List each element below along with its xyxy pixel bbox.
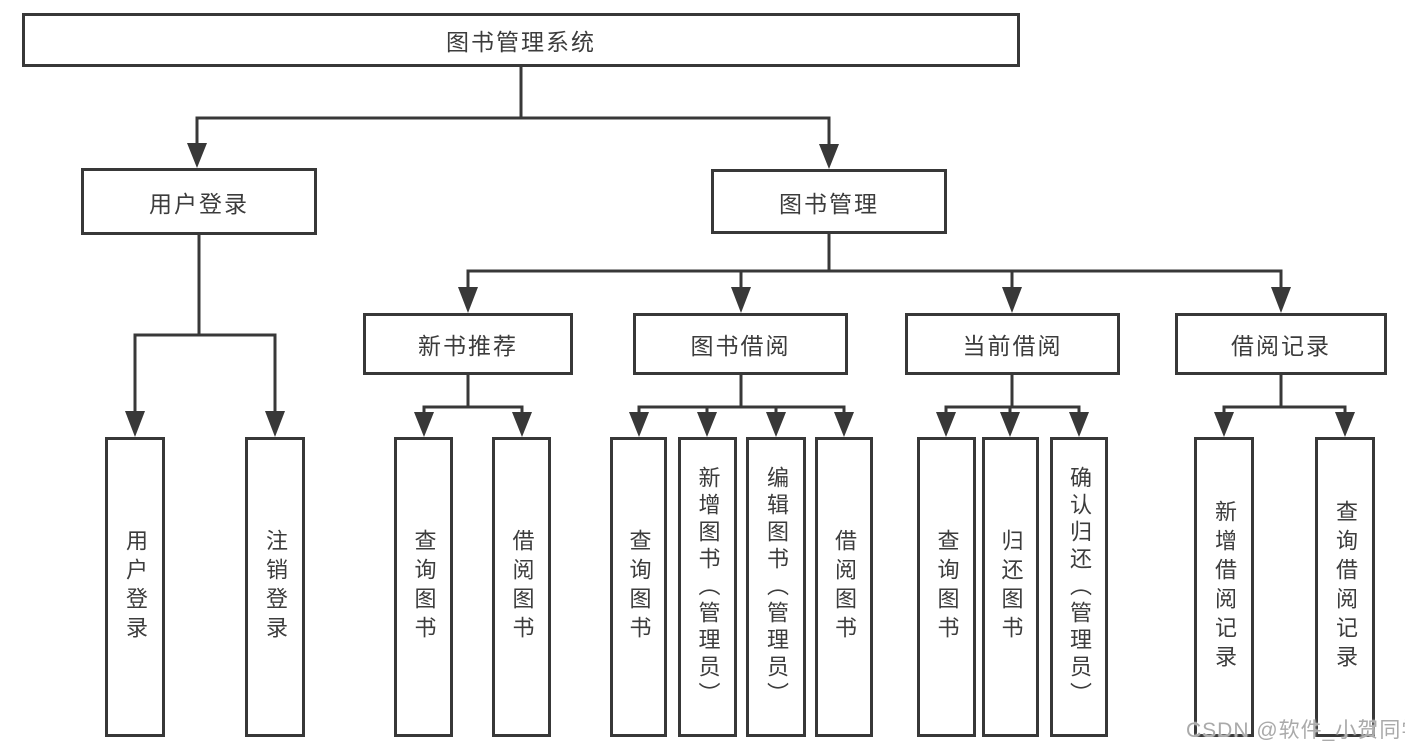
leaf-borrow-books-1-label: 借阅图书 [509, 529, 535, 645]
leaf-return-books-label: 归还图书 [998, 529, 1024, 645]
connector-current-borrow-children [944, 375, 1081, 416]
arrowhead [834, 412, 854, 437]
arrowhead [414, 412, 434, 437]
leaf-logout: 注销登录 [245, 437, 305, 737]
leaf-query-books-3-label: 查询图书 [934, 529, 960, 645]
node-new-book-recommend-label: 新书推荐 [418, 333, 518, 359]
connector-root-to-level2 [195, 67, 831, 148]
leaf-return-books: 归还图书 [982, 437, 1039, 737]
leaf-add-borrow-record-label: 新增借阅记录 [1212, 500, 1237, 674]
node-current-borrowing: 当前借阅 [905, 313, 1120, 375]
arrowhead [1002, 287, 1022, 313]
leaf-add-books-admin-label: 新增图书（管理员） [695, 465, 721, 709]
arrowhead [1271, 287, 1291, 313]
node-root-label: 图书管理系统 [446, 29, 596, 55]
leaf-query-books-2-label: 查询图书 [626, 529, 652, 645]
leaf-logout-label: 注销登录 [263, 529, 288, 645]
arrowhead [731, 287, 751, 313]
node-book-borrowing-label: 图书借阅 [690, 333, 791, 359]
node-borrowing-records: 借阅记录 [1175, 313, 1387, 375]
arrowhead [819, 144, 839, 169]
arrowhead [1335, 412, 1355, 437]
leaf-borrow-books-1: 借阅图书 [492, 437, 551, 737]
connector-user-login-children [133, 235, 277, 414]
connector-book-borrow-children [637, 375, 846, 416]
node-user-login-label: 用户登录 [149, 190, 249, 217]
leaf-confirm-return-admin-label: 确认归还（管理员） [1067, 465, 1092, 709]
arrowhead [458, 287, 478, 313]
node-book-management-label: 图书管理 [779, 190, 879, 217]
leaf-query-books-2: 查询图书 [610, 437, 667, 737]
node-user-login: 用户登录 [81, 168, 317, 235]
leaf-query-books-3: 查询图书 [917, 437, 976, 737]
arrowhead [697, 412, 717, 437]
leaf-edit-books-admin-label: 编辑图书（管理员） [764, 465, 789, 709]
leaf-query-books-1: 查询图书 [394, 437, 453, 737]
leaf-query-books-1-label: 查询图书 [411, 529, 437, 645]
leaf-query-borrow-record-label: 查询借阅记录 [1333, 500, 1358, 674]
connector-borrow-records-children [1222, 375, 1347, 416]
node-borrowing-records-label: 借阅记录 [1231, 333, 1331, 359]
arrowhead [1214, 412, 1234, 437]
connector-new-book-children [422, 375, 524, 416]
arrowhead [265, 411, 285, 437]
leaf-borrow-books-2-label: 借阅图书 [832, 529, 857, 645]
node-root: 图书管理系统 [22, 13, 1020, 67]
node-book-management: 图书管理 [711, 169, 947, 234]
leaf-edit-books-admin: 编辑图书（管理员） [746, 437, 806, 737]
arrowhead [512, 412, 532, 437]
leaf-user-login-label: 用户登录 [123, 529, 148, 645]
connector-book-management-to-level3 [466, 234, 1283, 290]
node-new-book-recommend: 新书推荐 [363, 313, 573, 375]
arrowhead [1069, 412, 1089, 437]
leaf-add-books-admin: 新增图书（管理员） [678, 437, 737, 737]
node-current-borrowing-label: 当前借阅 [962, 333, 1063, 359]
arrowhead [1000, 412, 1020, 437]
leaf-query-borrow-record: 查询借阅记录 [1315, 437, 1375, 737]
leaf-user-login: 用户登录 [105, 437, 165, 737]
arrowhead [766, 412, 786, 437]
arrowhead [629, 412, 649, 437]
arrowhead [125, 411, 145, 437]
arrowhead [187, 143, 207, 168]
arrowhead [936, 412, 956, 437]
leaf-add-borrow-record: 新增借阅记录 [1194, 437, 1254, 737]
leaf-borrow-books-2: 借阅图书 [815, 437, 873, 737]
node-book-borrowing: 图书借阅 [633, 313, 848, 375]
watermark: CSDN @软件_小贺同学 [1186, 719, 1405, 742]
leaf-confirm-return-admin: 确认归还（管理员） [1050, 437, 1108, 737]
